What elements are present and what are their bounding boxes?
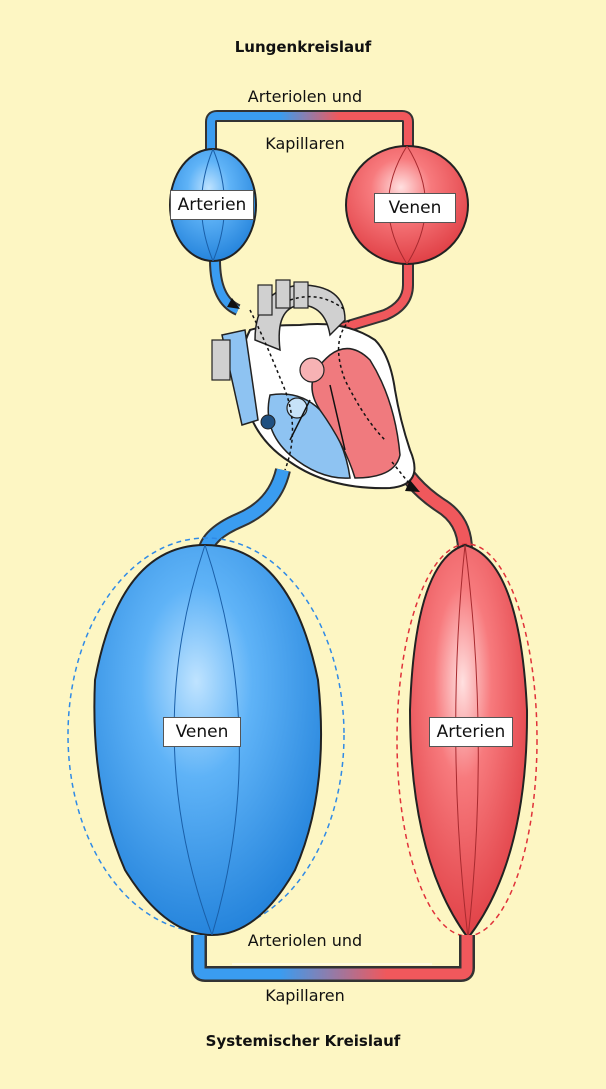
systemic-capillaries-line2: Kapillaren (265, 986, 345, 1005)
pulmonary-capillaries-line1: Arteriolen und (247, 87, 363, 106)
pulmonary-capillaries-line2: Kapillaren (265, 134, 345, 153)
systemic-circulation-title: Systemischer Kreislauf (205, 1032, 401, 1050)
systemic-capillaries-line1: Arteriolen und (247, 931, 363, 950)
flow-arrow-icon (227, 298, 240, 309)
pulmonary-circulation-title: Lungenkreislauf (234, 38, 372, 56)
pulmonary-arteries-label: Arterien (170, 190, 254, 220)
systemic-arteries-label: Arterien (429, 717, 513, 747)
systemic-veins-label: Venen (163, 717, 241, 747)
pulmonary-veins-label: Venen (374, 193, 456, 223)
heart-illustration (211, 279, 416, 490)
